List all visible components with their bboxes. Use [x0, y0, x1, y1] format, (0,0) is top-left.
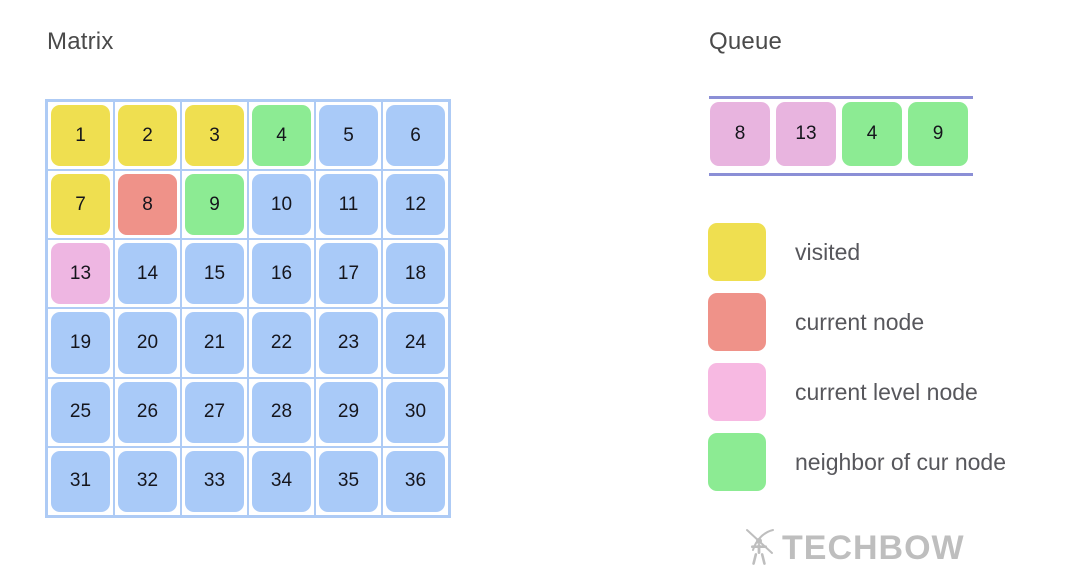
- matrix-cell[interactable]: 4: [248, 101, 315, 171]
- matrix-cell[interactable]: 19: [47, 308, 114, 378]
- matrix-cell[interactable]: 14: [114, 239, 181, 309]
- matrix-cell[interactable]: 26: [114, 377, 181, 447]
- matrix-cell-tile-7: 7: [51, 174, 110, 236]
- matrix-cell[interactable]: 27: [181, 377, 248, 447]
- matrix-cell-tile-34: 34: [252, 450, 311, 512]
- queue-bottom-rule: [709, 173, 973, 176]
- matrix-cell-tile-13: 13: [51, 243, 110, 305]
- matrix-cell-tile-4: 4: [252, 105, 311, 167]
- matrix-cell-tile-6: 6: [386, 105, 445, 167]
- matrix-cell[interactable]: 31: [47, 446, 114, 516]
- matrix-cell-tile-20: 20: [118, 312, 177, 374]
- matrix-cell-tile-5: 5: [319, 105, 378, 167]
- matrix-cell-tile-19: 19: [51, 312, 110, 374]
- matrix-cell[interactable]: 9: [181, 170, 248, 240]
- matrix-cell[interactable]: 18: [382, 239, 449, 309]
- queue-top-rule: [709, 96, 973, 99]
- legend-label: current level node: [795, 378, 978, 405]
- matrix-cell-tile-14: 14: [118, 243, 177, 305]
- matrix-cell-tile-35: 35: [319, 450, 378, 512]
- queue-section-title: Queue: [709, 28, 783, 55]
- matrix-cell-tile-27: 27: [185, 381, 244, 443]
- matrix-cell-tile-1: 1: [51, 105, 110, 167]
- matrix-cell-tile-17: 17: [319, 243, 378, 305]
- matrix-cell[interactable]: 29: [315, 377, 382, 447]
- matrix-cell[interactable]: 3: [181, 101, 248, 171]
- matrix-cell[interactable]: 21: [181, 308, 248, 378]
- matrix-cell-tile-24: 24: [386, 312, 445, 374]
- queue-item[interactable]: 8: [710, 102, 770, 166]
- matrix-cell[interactable]: 25: [47, 377, 114, 447]
- matrix-cell[interactable]: 13: [47, 239, 114, 309]
- matrix-cell[interactable]: 17: [315, 239, 382, 309]
- matrix-cell-tile-21: 21: [185, 312, 244, 374]
- legend-row: current level node: [708, 357, 1006, 427]
- matrix-cell[interactable]: 30: [382, 377, 449, 447]
- legend-swatch-level: [708, 363, 766, 421]
- matrix-cell[interactable]: 20: [114, 308, 181, 378]
- matrix-cell-tile-31: 31: [51, 450, 110, 512]
- matrix-cell[interactable]: 32: [114, 446, 181, 516]
- logo-wordmark: TECHBOW: [782, 528, 965, 567]
- legend-swatch-visited: [708, 223, 766, 281]
- legend-label: neighbor of cur node: [795, 448, 1006, 475]
- matrix-cell[interactable]: 24: [382, 308, 449, 378]
- matrix-cell-tile-25: 25: [51, 381, 110, 443]
- matrix-cell-tile-30: 30: [386, 381, 445, 443]
- matrix-cell-tile-26: 26: [118, 381, 177, 443]
- legend-swatch-current: [708, 293, 766, 351]
- matrix-cell[interactable]: 16: [248, 239, 315, 309]
- matrix-cell-tile-10: 10: [252, 174, 311, 236]
- matrix-cell[interactable]: 22: [248, 308, 315, 378]
- legend-label: current node: [795, 308, 925, 335]
- matrix-cell[interactable]: 5: [315, 101, 382, 171]
- matrix-cell[interactable]: 35: [315, 446, 382, 516]
- matrix-cell[interactable]: 10: [248, 170, 315, 240]
- matrix-cell-tile-28: 28: [252, 381, 311, 443]
- matrix-cell-tile-32: 32: [118, 450, 177, 512]
- matrix-cell-tile-3: 3: [185, 105, 244, 167]
- matrix-cell-tile-2: 2: [118, 105, 177, 167]
- matrix-cell[interactable]: 7: [47, 170, 114, 240]
- matrix-cell[interactable]: 33: [181, 446, 248, 516]
- legend-row: neighbor of cur node: [708, 427, 1006, 497]
- matrix-cell-tile-16: 16: [252, 243, 311, 305]
- matrix-cell-tile-11: 11: [319, 174, 378, 236]
- matrix-cell[interactable]: 34: [248, 446, 315, 516]
- techbow-logo: TECHBOW: [742, 527, 965, 569]
- matrix-cell[interactable]: 11: [315, 170, 382, 240]
- matrix-cell-tile-22: 22: [252, 312, 311, 374]
- matrix-cell-tile-15: 15: [185, 243, 244, 305]
- matrix-cell[interactable]: 6: [382, 101, 449, 171]
- archer-bow-icon: [746, 529, 774, 565]
- matrix-cell-tile-29: 29: [319, 381, 378, 443]
- matrix-cell[interactable]: 23: [315, 308, 382, 378]
- matrix-cell-tile-9: 9: [185, 174, 244, 236]
- color-legend: visited current node current level node nei…: [708, 217, 1006, 497]
- legend-row: current node: [708, 287, 1006, 357]
- queue-item[interactable]: 9: [908, 102, 968, 166]
- matrix-cell-tile-23: 23: [319, 312, 378, 374]
- legend-row: visited: [708, 217, 1006, 287]
- matrix-cell[interactable]: 8: [114, 170, 181, 240]
- matrix-cell[interactable]: 15: [181, 239, 248, 309]
- matrix-cell-tile-36: 36: [386, 450, 445, 512]
- matrix-cell[interactable]: 2: [114, 101, 181, 171]
- matrix-cell-tile-12: 12: [386, 174, 445, 236]
- matrix-cell-tile-18: 18: [386, 243, 445, 305]
- matrix-cell[interactable]: 12: [382, 170, 449, 240]
- queue-item[interactable]: 4: [842, 102, 902, 166]
- matrix-section-title: Matrix: [47, 28, 114, 55]
- legend-swatch-neighbor: [708, 433, 766, 491]
- matrix-cell-tile-8: 8: [118, 174, 177, 236]
- legend-label: visited: [795, 238, 861, 265]
- matrix-cell[interactable]: 36: [382, 446, 449, 516]
- queue-item[interactable]: 13: [776, 102, 836, 166]
- matrix-cell[interactable]: 28: [248, 377, 315, 447]
- matrix-cell-tile-33: 33: [185, 450, 244, 512]
- matrix-cell[interactable]: 1: [47, 101, 114, 171]
